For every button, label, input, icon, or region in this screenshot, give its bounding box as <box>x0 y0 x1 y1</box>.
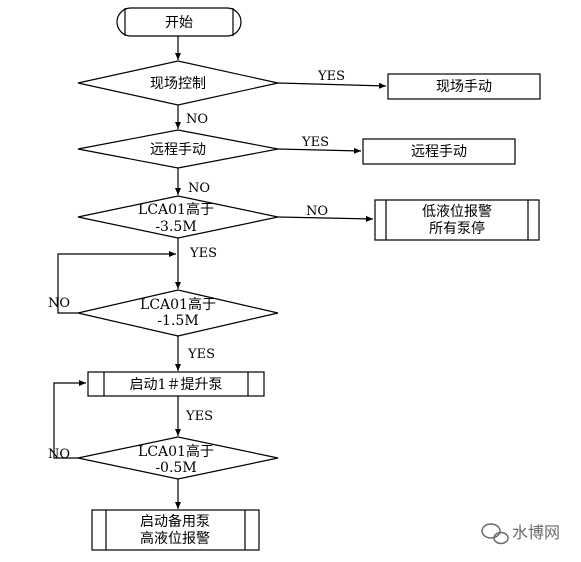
edge-yes-lca15: YES <box>187 347 215 362</box>
remote-control-label: 远程手动 <box>150 142 206 158</box>
local-control-label: 现场控制 <box>150 76 206 92</box>
decision-lca-15 <box>77 289 279 337</box>
wechat-icon <box>481 523 509 545</box>
backup-pump-line2: 高液位报警 <box>140 530 210 547</box>
manual-local-label: 现场手动 <box>436 79 492 95</box>
edge-no-lca05: NO <box>48 447 70 462</box>
process-backup-pump <box>91 509 260 551</box>
decision-lca-05 <box>77 436 279 480</box>
process-start-pump <box>87 371 265 397</box>
low-alarm-line1: 低液位报警 <box>422 204 492 220</box>
lca-35-line1: LCA01高于 <box>138 201 214 218</box>
process-low-alarm <box>374 199 540 241</box>
watermark: 水博网 <box>481 523 560 545</box>
lca-15-line2: -1.5M <box>157 313 198 329</box>
watermark-text: 水博网 <box>512 523 560 542</box>
edge-yes-pump: YES <box>185 409 213 424</box>
edge-yes-lca35: YES <box>189 246 217 261</box>
edge-yes-local: YES <box>317 69 345 84</box>
start-terminal <box>116 7 242 37</box>
process-manual-local <box>387 73 541 100</box>
edge-no-lca15: NO <box>48 296 70 311</box>
lca-15-line1: LCA01高于 <box>140 296 216 313</box>
start-pump-label: 启动1＃提升泵 <box>130 377 223 393</box>
edge-no-local: NO <box>186 112 208 127</box>
start-label: 开始 <box>165 15 193 31</box>
process-manual-remote <box>362 138 516 165</box>
low-alarm-line2: 所有泵停 <box>429 220 485 237</box>
edge-yes-remote: YES <box>301 135 329 150</box>
manual-remote-label: 远程手动 <box>411 144 467 160</box>
backup-pump-line1: 启动备用泵 <box>140 513 210 530</box>
lca-05-line1: LCA01高于 <box>138 443 214 460</box>
edge-no-remote: NO <box>188 181 210 196</box>
lca-35-line2: -3.5M <box>155 219 196 235</box>
edge-no-lca35: NO <box>306 204 328 219</box>
lca-05-line2: -0.5M <box>155 460 196 476</box>
